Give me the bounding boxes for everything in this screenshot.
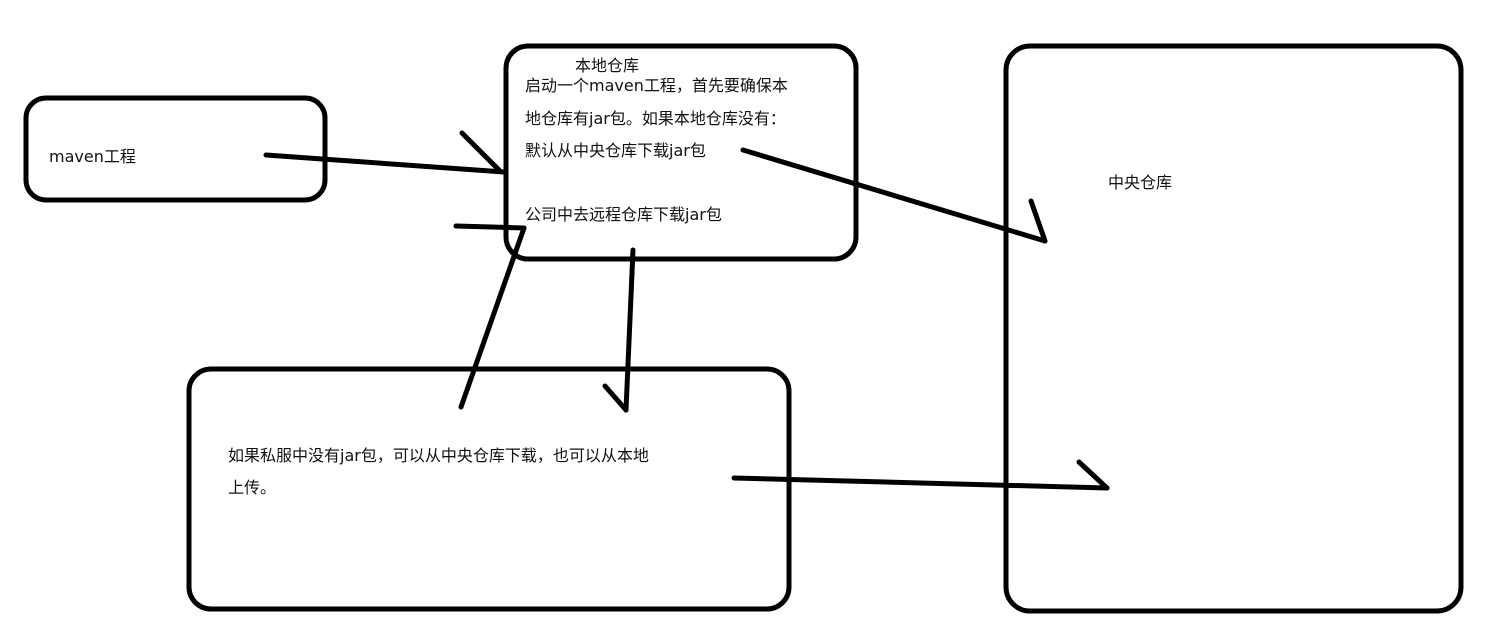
arrow-maven-to-local [263,130,507,175]
arrow-private-to-central [731,459,1110,491]
central-repo-title: 中央仓库 [1108,173,1173,192]
local-repo-text-line2: 地仓库有jar包。如果本地仓库没有： [525,109,786,128]
local-repo-title: 本地仓库 [575,56,640,75]
private-server-text-line2: 上传。 [228,478,277,497]
maven-project-label: maven工程 [49,147,136,166]
private-server-text-line1: 如果私服中没有jar包，可以从中央仓库下载，也可以从本地 [228,446,649,465]
local-repo-text-line1: 启动一个maven工程，首先要确保本 [525,76,788,95]
local-repo-text-line3: 默认从中央仓库下载jar包 [525,141,706,160]
arrow-local-down-to-private [602,247,636,413]
local-repo-box [503,43,859,262]
private-server-box [186,366,792,612]
line-local-to-private [453,223,527,410]
maven-project-box [23,95,328,203]
central-repo-box [1003,43,1464,614]
arrow-local-to-central [740,147,1048,244]
local-repo-text-line4: 公司中去远程仓库下载jar包 [525,205,722,224]
